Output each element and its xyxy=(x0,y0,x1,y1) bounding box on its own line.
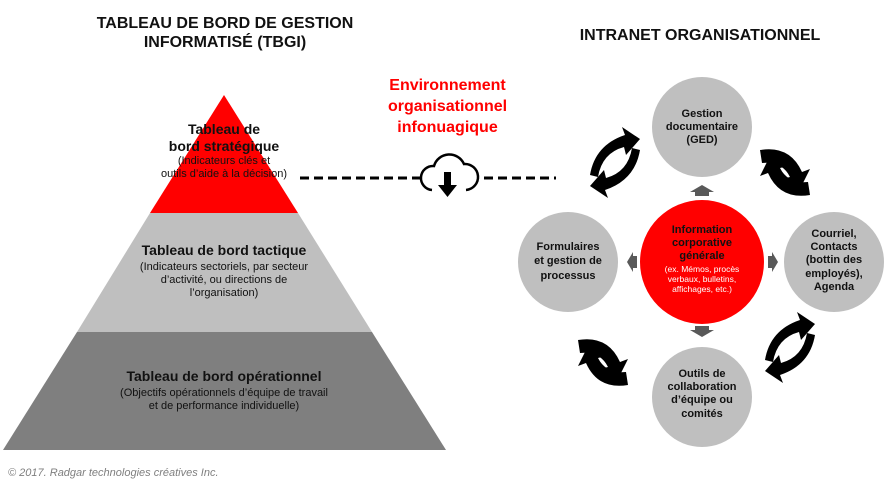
line: comités xyxy=(681,407,723,420)
cloud-download-icon xyxy=(419,153,480,197)
pyramid-top-text: Tableau de bord stratégique (Indicateurs… xyxy=(124,121,324,181)
pyramid-middle-text: Tableau de bord tactique (Indicateurs se… xyxy=(104,242,344,300)
copyright: © 2017. Radgar technologies créatives In… xyxy=(8,467,219,479)
desc-line: d’activité, ou directions de xyxy=(160,273,288,286)
line: processus xyxy=(540,269,596,282)
line: corporative xyxy=(672,237,732,250)
circle-formulaires xyxy=(518,212,618,312)
line: Gestion xyxy=(681,108,723,120)
title-line: bord stratégique xyxy=(168,137,280,154)
desc-line: l’organisation) xyxy=(189,287,259,300)
small-arrows xyxy=(627,185,778,337)
cycle-arrows xyxy=(578,127,815,386)
line: Contacts xyxy=(810,241,858,254)
circle-information-text: Information corporative générale (ex. Mé… xyxy=(645,224,759,294)
line: Information xyxy=(671,224,733,236)
circle-information xyxy=(640,200,764,324)
left-title-line: INFORMATISÉ (TBGI) xyxy=(143,34,307,52)
circle-outils xyxy=(652,347,752,447)
label-line: Environnement xyxy=(389,77,506,94)
pyramid-top xyxy=(150,95,298,213)
line: verbaux, bulletins, xyxy=(667,273,737,284)
desc-line: (Objectifs opérationnels d’équipe de tra… xyxy=(120,386,328,399)
label-line: organisationnel xyxy=(387,97,508,115)
circle-outils-text: Outils de collaboration d’équipe ou comi… xyxy=(652,368,752,421)
desc-line: (Indicateurs clés et xyxy=(177,154,271,167)
right-title: INTRANET ORGANISATIONNEL xyxy=(579,27,821,44)
pyramid-bottom-text: Tableau de bord opérationnel (Objectifs … xyxy=(64,368,384,413)
desc-line: et de performance individuelle) xyxy=(148,399,300,412)
title-line: Tableau de bord opérationnel xyxy=(126,368,322,384)
desc-line: (Indicateurs sectoriels, par secteur xyxy=(139,260,309,273)
line: (ex. Mémos, procès xyxy=(664,263,740,274)
line: générale xyxy=(679,250,725,263)
circle-courriel xyxy=(784,212,884,312)
desc-line: outils d’aide à la décision) xyxy=(161,167,287,180)
line: Formulaires xyxy=(536,241,600,253)
label-line: infonuagique xyxy=(397,118,498,136)
cloud-environment-label: Environnement organisationnel infonuagiq… xyxy=(355,76,540,138)
line: employés), xyxy=(805,267,863,280)
pyramid-bottom xyxy=(3,332,446,450)
line: documentaire xyxy=(665,121,739,134)
line: collaboration xyxy=(667,381,737,394)
circle-formulaires-text: Formulaires et gestion de processus xyxy=(518,240,618,283)
line: (GED) xyxy=(686,134,718,147)
line: Outils de xyxy=(678,368,726,380)
circle-ged xyxy=(652,77,752,177)
circle-ged-text: Gestion documentaire (GED) xyxy=(652,108,752,148)
left-title-line: TABLEAU DE BORD DE GESTION xyxy=(96,15,354,32)
title-line: Tableau de xyxy=(187,121,261,137)
circle-courriel-text: Courriel, Contacts (bottin des employés)… xyxy=(784,228,884,294)
line: et gestion de xyxy=(534,255,602,268)
line: Courriel, xyxy=(811,228,857,240)
title-line: Tableau de bord tactique xyxy=(141,242,307,258)
left-title: TABLEAU DE BORD DE GESTION INFORMATISÉ (… xyxy=(60,14,390,52)
line: affichages, etc.) xyxy=(672,283,732,294)
pyramid-middle xyxy=(77,213,372,332)
line: d’équipe ou xyxy=(671,394,733,407)
line: (bottin des xyxy=(805,254,863,267)
line: Agenda xyxy=(813,280,855,293)
